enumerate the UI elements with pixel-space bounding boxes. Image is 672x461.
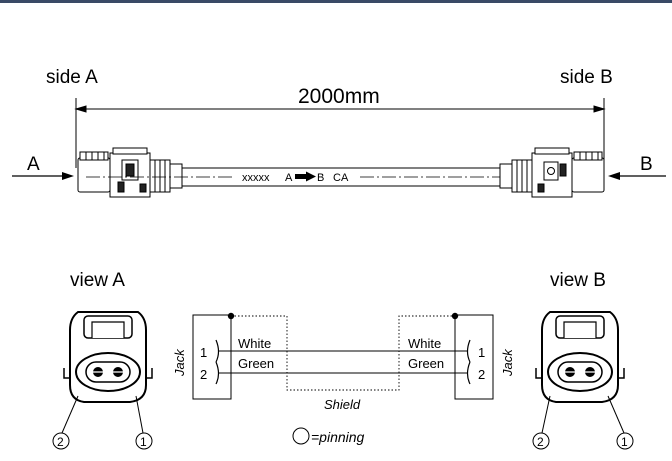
cable-direction-arrow-icon: [295, 171, 316, 182]
side-a-label: side A: [46, 67, 98, 88]
pin-2-right: 2: [478, 367, 485, 382]
connector-face-view-b: [535, 311, 625, 434]
arrow-a-icon: [12, 172, 74, 180]
cable-marking-prefix: xxxxx: [242, 172, 270, 184]
pin-2-marker-view-b: 2: [532, 432, 550, 450]
window-top-border: [0, 0, 672, 3]
connector-side-a: [77, 147, 183, 198]
arrow-b-label: B: [640, 154, 653, 175]
cable-marking-suffix: CA: [333, 172, 349, 184]
view-b-label: view B: [550, 270, 606, 291]
pin-2-label-view-b: 2: [537, 435, 544, 449]
pinning-legend-text: =pinning: [311, 429, 365, 445]
pin-1-label-view-b: 1: [621, 435, 628, 449]
wire-white-label-right: White: [408, 336, 441, 351]
wiring-schematic: [192, 314, 494, 400]
wire-green-label-right: Green: [408, 356, 444, 371]
shield-junction-right: [451, 312, 459, 320]
pin-2-left: 2: [200, 367, 207, 382]
pin-2-label-view-a: 2: [57, 435, 64, 449]
wire-green-label-left: Green: [238, 356, 274, 371]
pin-1-right: 1: [478, 345, 485, 360]
pin-1-label-view-a: 1: [140, 435, 147, 449]
pinning-legend-circle-icon: [292, 427, 310, 445]
length-label: 2000mm: [298, 85, 380, 108]
cable-marking-to: B: [317, 172, 324, 184]
side-b-label: side B: [560, 67, 613, 88]
arrow-a-label: A: [27, 154, 40, 175]
pin-2-marker-view-a: 2: [52, 432, 70, 450]
pin-1-marker-view-b: 1: [616, 432, 634, 450]
length-dimension: [74, 98, 606, 168]
arrow-b-icon: [608, 172, 666, 180]
cable-marking-from: A: [285, 172, 293, 184]
jack-label-left: Jack: [172, 348, 187, 377]
view-a-label: view A: [70, 270, 125, 291]
pin-1-marker-view-a: 1: [135, 432, 153, 450]
wire-white-label-left: White: [238, 336, 271, 351]
connector-face-view-a: [61, 311, 153, 434]
shield-junction-left: [227, 312, 235, 320]
shield-label: Shield: [324, 397, 361, 412]
pin-1-left: 1: [200, 345, 207, 360]
jack-label-right: Jack: [500, 348, 515, 377]
connector-side-b: [499, 147, 605, 198]
